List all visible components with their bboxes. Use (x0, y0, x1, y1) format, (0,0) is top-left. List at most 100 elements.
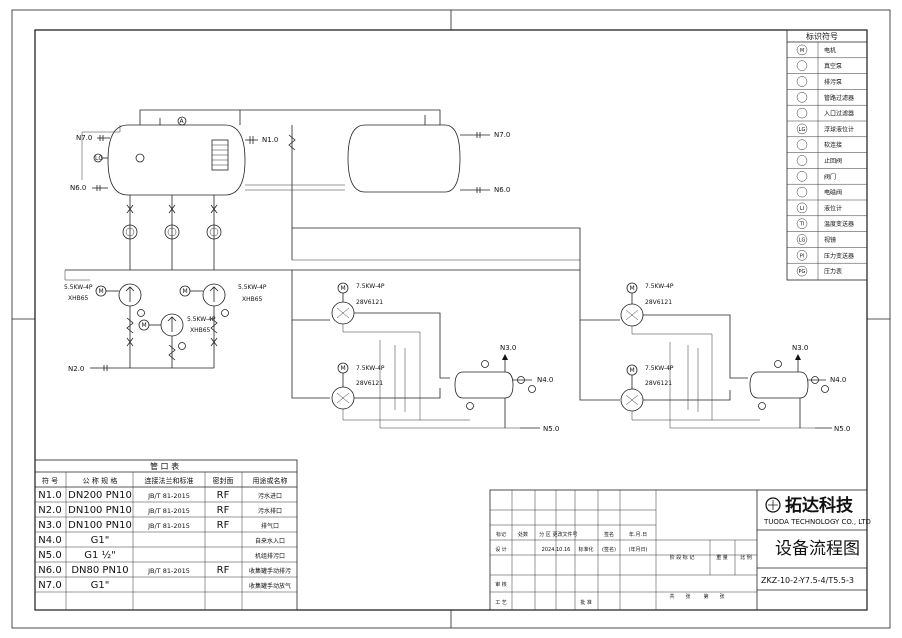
pipe-table-cell: N3.0 (38, 520, 61, 531)
pipe-table-cell: DN100 PN10 (68, 520, 132, 531)
title-block-cell: 重 量 (716, 554, 728, 561)
legend-title: 标识符号 (806, 31, 838, 41)
pipe-table-cell: RF (217, 490, 230, 501)
nozzle-n1: N1.0 (262, 136, 278, 144)
legend-symbol-icon (796, 44, 808, 56)
pipe-table-cell: JB/T 81-2015 (147, 522, 190, 530)
title-block-cell: 张 (719, 593, 724, 600)
legend-label: 电机 (824, 46, 836, 54)
title-block-cell: 比 例 (740, 554, 752, 561)
pipe-table-cell: N2.0 (38, 505, 61, 516)
legend-symbol-icon (796, 202, 808, 214)
pump-left-power: 5.5KW-4P (64, 284, 93, 291)
legend-label: 阀门 (824, 173, 836, 181)
title-block (489, 489, 868, 611)
nozzle-n4-a: N4.0 (537, 376, 553, 384)
nozzle-n4-b: N4.0 (830, 376, 846, 384)
vacuum-group-2: M M (579, 262, 829, 429)
legend-symbol-icon (796, 107, 808, 119)
title-block-cell: 阶 段 标 记 (670, 554, 695, 561)
nozzle-n5-a: N5.0 (543, 425, 559, 433)
g1-bottom-model: 28V6121 (356, 380, 383, 387)
pump-right-model: XHB65 (242, 296, 263, 303)
nozzle-n2: N2.0 (68, 365, 84, 373)
nozzle-n3-a: N3.0 (500, 344, 516, 352)
legend-symbol-icon (796, 265, 808, 277)
svg-text:A: A (180, 118, 185, 125)
nozzle-n5-b: N5.0 (834, 425, 850, 433)
g2-top-model: 28V6121 (645, 299, 672, 306)
pipe-table-cell: 机组排污口 (255, 552, 285, 560)
title-block-cell: 2024.10.16 (542, 547, 571, 553)
legend-symbol-icon (796, 139, 808, 150)
legend-symbol-icon (796, 171, 808, 182)
title-block-cell: 处数 (518, 531, 528, 538)
legend-label: 视镜 (824, 236, 836, 244)
title-block-cell: 标准化 (578, 546, 593, 553)
title-block-cell: 签名 (604, 531, 614, 538)
outer-frame (11, 9, 891, 629)
svg-text:M: M (630, 285, 635, 292)
pipe-table-cell: 自来水入口 (255, 537, 285, 545)
pipe-table-cell: 收集罐手动排污 (249, 567, 291, 575)
pipe-table-cell: 污水进口 (258, 492, 282, 500)
vacuum-group-1: M M (291, 270, 536, 429)
pipe-table-cell: 排气口 (261, 522, 279, 530)
svg-text:M: M (341, 285, 346, 292)
pipe-table-cell: JB/T 81-2015 (147, 492, 190, 500)
company-english: TUODA TECHNOLOGY CO., LTD (763, 518, 871, 526)
svg-text:M: M (142, 322, 147, 329)
svg-text:M: M (630, 367, 635, 374)
pipe-table-cell: G1" (91, 535, 110, 546)
pipe-table-header: 符 号 (42, 476, 58, 485)
g1-bottom-power: 7.5KW-4P (356, 365, 385, 372)
svg-text:M: M (183, 288, 188, 295)
legend-label: 软连接 (824, 141, 842, 149)
pipe-table-header: 连接法兰和标准 (145, 476, 194, 485)
pipe-table-cell: N6.0 (38, 565, 61, 576)
g1-top-model: 28V6121 (356, 299, 383, 306)
pump-center-model: XHB65 (190, 327, 211, 334)
title-block-cell: 标记 (496, 531, 506, 538)
legend-symbol-text: PG (799, 269, 806, 275)
pump-left-model: XHB65 (68, 295, 89, 302)
pipe-table-cell: RF (217, 505, 230, 516)
legend-symbol-icon (796, 218, 808, 229)
title-block-cell: 批 准 (580, 599, 592, 606)
title-block-cell: 共 (669, 593, 674, 600)
nozzle-n7-left: N7.0 (76, 134, 92, 142)
symbol-legend (786, 29, 868, 281)
legend-symbol-icon (796, 76, 808, 87)
title-block-cell: (签名) (602, 546, 616, 553)
legend-symbol-text: M (800, 48, 804, 54)
legend-label: 液位计 (824, 204, 842, 212)
pipe-table-cell: 收集罐手动放气 (249, 582, 291, 590)
legend-symbol-icon (796, 250, 808, 261)
pipe-table-cell: JB/T 81-2015 (147, 567, 190, 575)
legend-symbol-text: LI (800, 206, 804, 212)
drawing-title: 设备流程图 (775, 539, 860, 559)
svg-text:M: M (341, 365, 346, 372)
nozzle-n6-right: N6.0 (494, 186, 510, 194)
pipe-table-cell: DN100 PN10 (68, 505, 132, 516)
title-block-cell: (年月日) (629, 546, 648, 553)
pipe-table-header: 密封面 (213, 476, 234, 485)
g2-top-power: 7.5KW-4P (645, 283, 674, 290)
legend-symbol-icon (796, 123, 808, 135)
pipe-table-cell: G1 ½" (84, 549, 116, 561)
pipe-table-header: 用途或名称 (253, 476, 288, 485)
title-block-cell: 年.月.日 (629, 531, 647, 538)
title-block-cell: 张 (685, 593, 690, 600)
legend-label: 压力表 (824, 268, 842, 276)
pipe-filters (122, 224, 222, 240)
nozzle-n3-b: N3.0 (792, 344, 808, 352)
legend-label: 真空泵 (824, 62, 842, 70)
legend-symbol-icon (796, 186, 808, 198)
pipe-table-cell: N4.0 (38, 535, 61, 546)
pipe-table-cell: RF (217, 520, 230, 531)
legend-label: 压力变送器 (824, 252, 854, 260)
legend-label: 管路过滤器 (824, 94, 854, 102)
legend-label: 浮球液位计 (824, 125, 854, 133)
pipe-table-cell: 污水排口 (258, 507, 282, 515)
pipe-table-cell: G1" (91, 580, 110, 591)
